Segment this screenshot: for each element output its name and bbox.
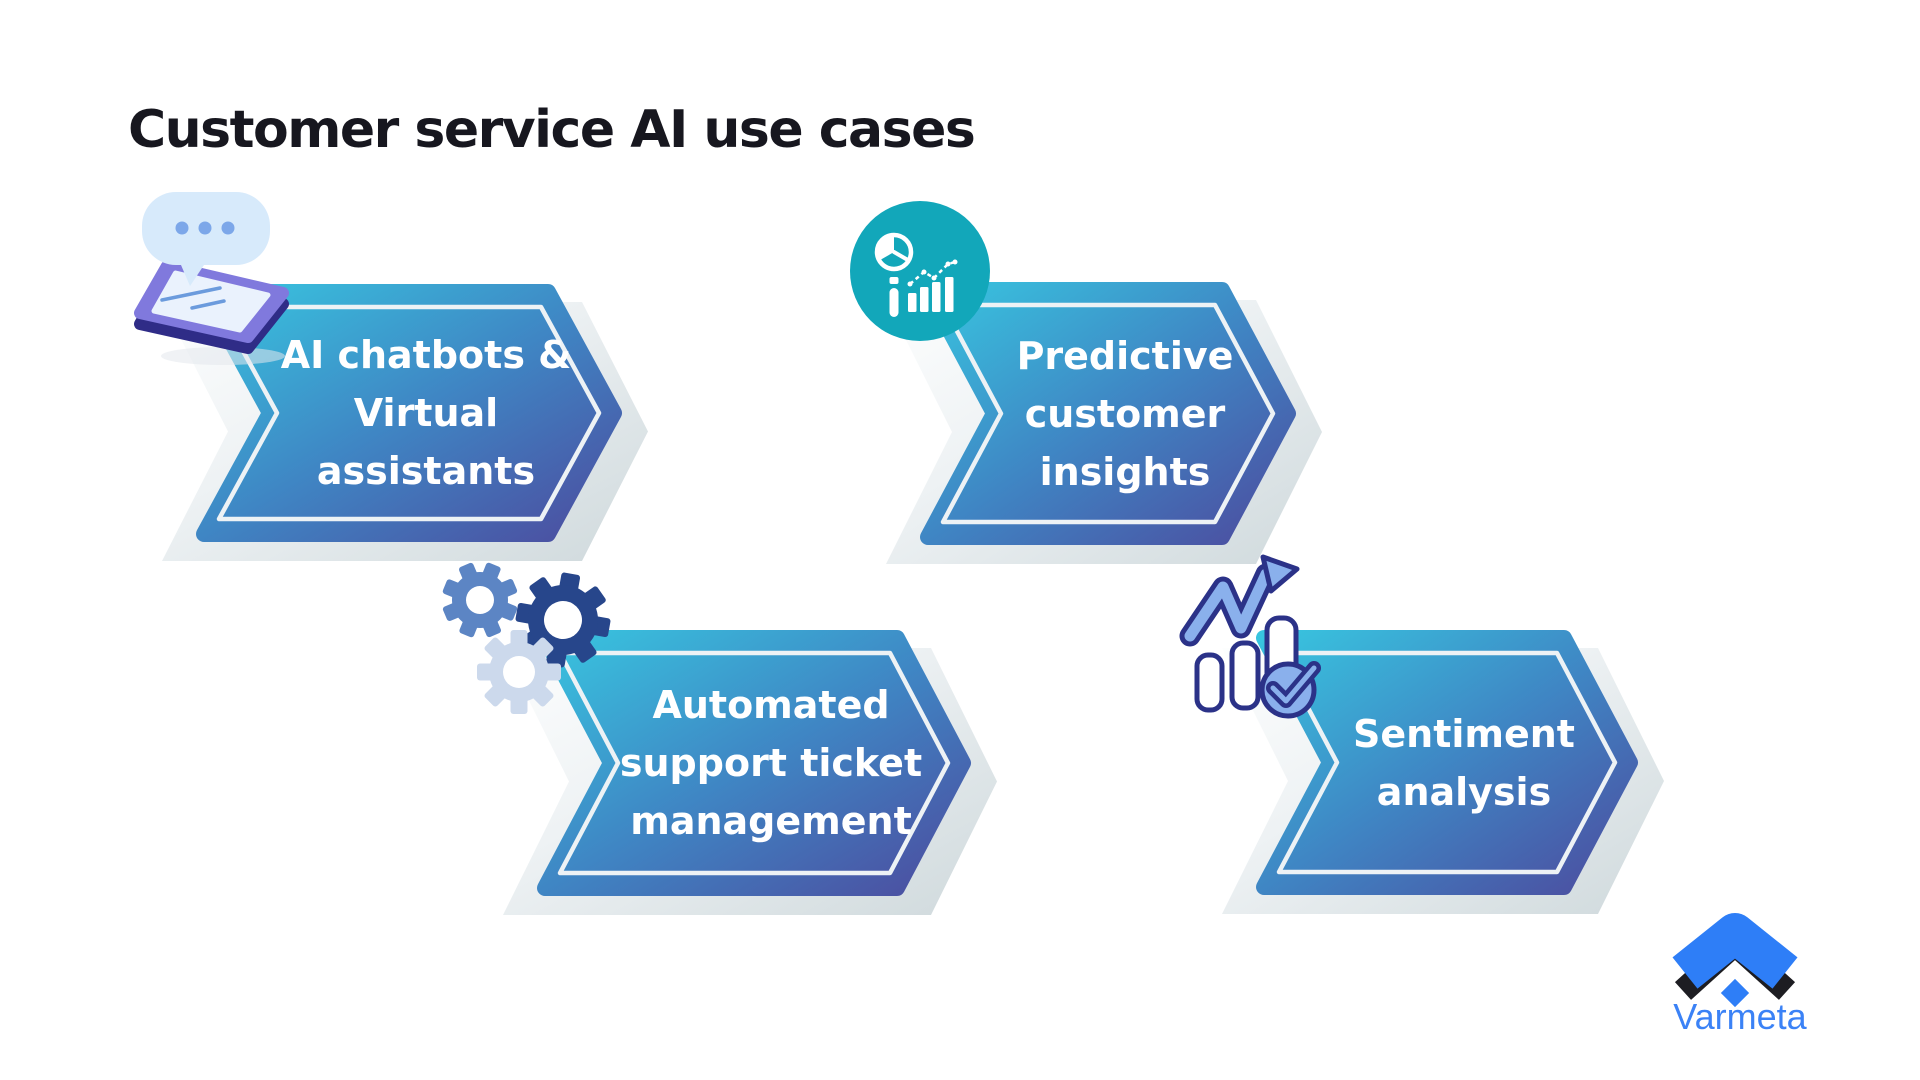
banner-body bbox=[537, 630, 971, 896]
magnifier-handle bbox=[889, 277, 899, 284]
banner-label-line: Automated bbox=[652, 683, 890, 727]
logo-blue-chevron bbox=[1672, 913, 1798, 989]
banner-inner-outline bbox=[216, 304, 602, 522]
banner-label-line: insights bbox=[1039, 449, 1211, 494]
trend-dot bbox=[931, 275, 937, 281]
arrowhead bbox=[1260, 554, 1300, 594]
typing-dot bbox=[198, 221, 212, 235]
trend-dot bbox=[952, 259, 958, 265]
tablet-screen bbox=[151, 270, 271, 333]
banner-predictive-insights: Predictive customer insights bbox=[886, 282, 1322, 564]
chat-tablet-icon bbox=[134, 192, 289, 365]
banner-label-line: management bbox=[630, 799, 912, 843]
banner-arrow-shape bbox=[162, 284, 648, 561]
magnifier-handle bbox=[889, 288, 899, 317]
banner-label-line: customer bbox=[1024, 391, 1226, 436]
banner-arrow-shape bbox=[503, 630, 997, 915]
banner-arrow-shape bbox=[1222, 630, 1664, 914]
speech-bubble-tail bbox=[178, 258, 206, 286]
banner-label-line: assistants bbox=[316, 449, 536, 493]
check-mark bbox=[1270, 665, 1317, 704]
logo-diamond bbox=[1720, 978, 1750, 1008]
banner-label-line: support ticket bbox=[619, 741, 923, 785]
bar bbox=[908, 293, 917, 312]
banner-inner-outline bbox=[1276, 650, 1618, 875]
typing-dot bbox=[221, 221, 235, 235]
bar bbox=[932, 282, 941, 312]
screen-line bbox=[190, 299, 226, 310]
banner-label-line: Virtual bbox=[353, 391, 499, 435]
screen-line bbox=[160, 286, 222, 302]
chart-bar bbox=[1229, 640, 1261, 711]
varmeta-logo-mark bbox=[1672, 913, 1798, 1008]
banner-label-line: AI chatbots & bbox=[280, 333, 572, 377]
pie-line bbox=[892, 250, 911, 263]
banner-label: Automated support ticket management bbox=[545, 638, 963, 888]
banner-label: Sentiment analysis bbox=[1264, 638, 1630, 887]
bar bbox=[945, 277, 954, 312]
gear-blue bbox=[442, 562, 518, 638]
trend-dot bbox=[907, 281, 913, 287]
banner-label-line: Predictive bbox=[1016, 333, 1234, 378]
gear-pale bbox=[477, 630, 561, 714]
banner-body bbox=[196, 284, 622, 542]
pie-wedge bbox=[877, 235, 894, 261]
growth-check-icon bbox=[1179, 554, 1321, 719]
banner-ticket-management: Automated support ticket management bbox=[503, 630, 997, 915]
banner-body bbox=[920, 282, 1296, 545]
banner-body bbox=[1256, 630, 1638, 895]
banner-label: AI chatbots & Virtual assistants bbox=[204, 292, 614, 534]
tablet-shadow bbox=[161, 347, 285, 365]
banner-ai-chatbots: AI chatbots & Virtual assistants bbox=[162, 284, 648, 561]
banner-label-line: Sentiment bbox=[1353, 711, 1575, 756]
gear-navy bbox=[515, 572, 611, 668]
magnifier-analytics-icon bbox=[850, 201, 990, 341]
banner-inner-outline bbox=[940, 302, 1276, 525]
page-title: Customer service AI use cases bbox=[128, 100, 976, 160]
icon-circle bbox=[850, 201, 990, 341]
bar bbox=[920, 287, 929, 312]
banner-sentiment-analysis: Sentiment analysis bbox=[1222, 630, 1664, 914]
trend-dot bbox=[945, 261, 951, 267]
varmeta-logo-text: Varmeta bbox=[1673, 996, 1807, 1037]
chart-bar bbox=[1194, 652, 1225, 713]
banner-arrow-shape bbox=[886, 282, 1322, 564]
banner-label-line: analysis bbox=[1376, 769, 1552, 814]
banner-inner-outline bbox=[557, 650, 951, 876]
typing-dot bbox=[175, 221, 189, 235]
growth-arrow bbox=[1184, 568, 1272, 642]
gears-icon bbox=[442, 562, 611, 714]
banner-label: Predictive customer insights bbox=[928, 290, 1288, 537]
trend-dot bbox=[921, 269, 927, 275]
